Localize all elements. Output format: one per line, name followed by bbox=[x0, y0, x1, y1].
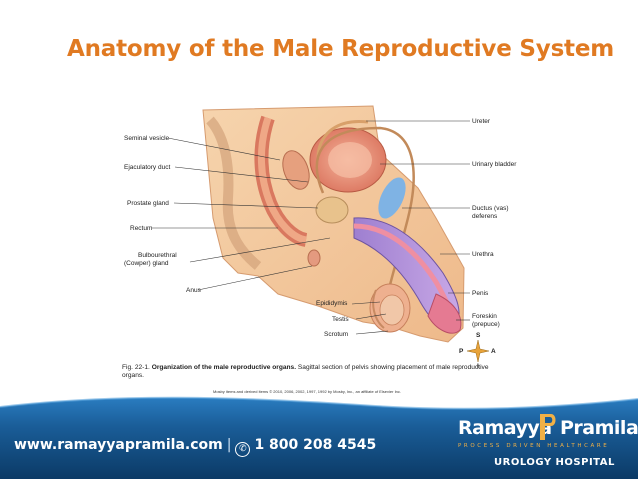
label-ejaculatory-duct: Ejaculatory duct bbox=[124, 164, 170, 171]
brand-name-part1: Ramayya bbox=[458, 417, 552, 439]
brand-mark-icon bbox=[539, 414, 557, 440]
label-prostate-gland: Prostate gland bbox=[127, 200, 169, 207]
orientation-compass: S P A I bbox=[458, 334, 498, 368]
label-bulbourethral-2: (Cowper) gland bbox=[124, 260, 168, 267]
anatomy-illustration bbox=[118, 98, 514, 400]
phone-icon: ✆ bbox=[235, 442, 250, 457]
brand-tagline: PROCESS DRIVEN HEALTHCARE bbox=[458, 443, 609, 449]
contact-separator: | bbox=[227, 437, 232, 453]
caption-bold: Organization of the male reproductive or… bbox=[152, 364, 296, 371]
label-rectum: Rectum bbox=[130, 225, 152, 232]
compass-a: A bbox=[491, 348, 496, 355]
label-bulbourethral-1: Bulbourethral bbox=[138, 252, 177, 259]
label-testis: Testis bbox=[332, 316, 349, 323]
figure-caption: Fig. 22-1. Organization of the male repr… bbox=[122, 364, 510, 380]
label-foreskin-2: (prepuce) bbox=[472, 321, 500, 328]
caption-prefix: Fig. 22-1. bbox=[122, 364, 150, 371]
brand-name-part2: Pramila bbox=[560, 417, 638, 439]
label-penis: Penis bbox=[472, 290, 488, 297]
label-scrotum: Scrotum bbox=[324, 331, 348, 338]
footer-contact: www.ramayyapramila.com|✆ 1 800 208 4545 bbox=[14, 437, 376, 457]
slide-title: Anatomy of the Male Reproductive System bbox=[67, 36, 614, 62]
label-epididymis: Epididymis bbox=[316, 300, 347, 307]
phone-number[interactable]: 1 800 208 4545 bbox=[254, 437, 376, 453]
label-urethra: Urethra bbox=[472, 251, 494, 258]
anatomy-figure: Seminal vesicle Ejaculatory duct Prostat… bbox=[118, 98, 514, 400]
website-link[interactable]: www.ramayyapramila.com bbox=[14, 437, 223, 453]
label-urinary-bladder: Urinary bladder bbox=[472, 161, 516, 168]
brand-subtitle: UROLOGY HOSPITAL bbox=[494, 457, 615, 468]
compass-p: P bbox=[459, 348, 463, 355]
label-seminal-vesicle: Seminal vesicle bbox=[124, 135, 169, 142]
compass-s: S bbox=[476, 332, 480, 339]
label-ureter: Ureter bbox=[472, 118, 490, 125]
label-anus: Anus bbox=[186, 287, 201, 294]
label-ductus-1: Ductus (vas) bbox=[472, 205, 508, 212]
label-foreskin-1: Foreskin bbox=[472, 313, 497, 320]
label-ductus-2: deferens bbox=[472, 213, 497, 220]
